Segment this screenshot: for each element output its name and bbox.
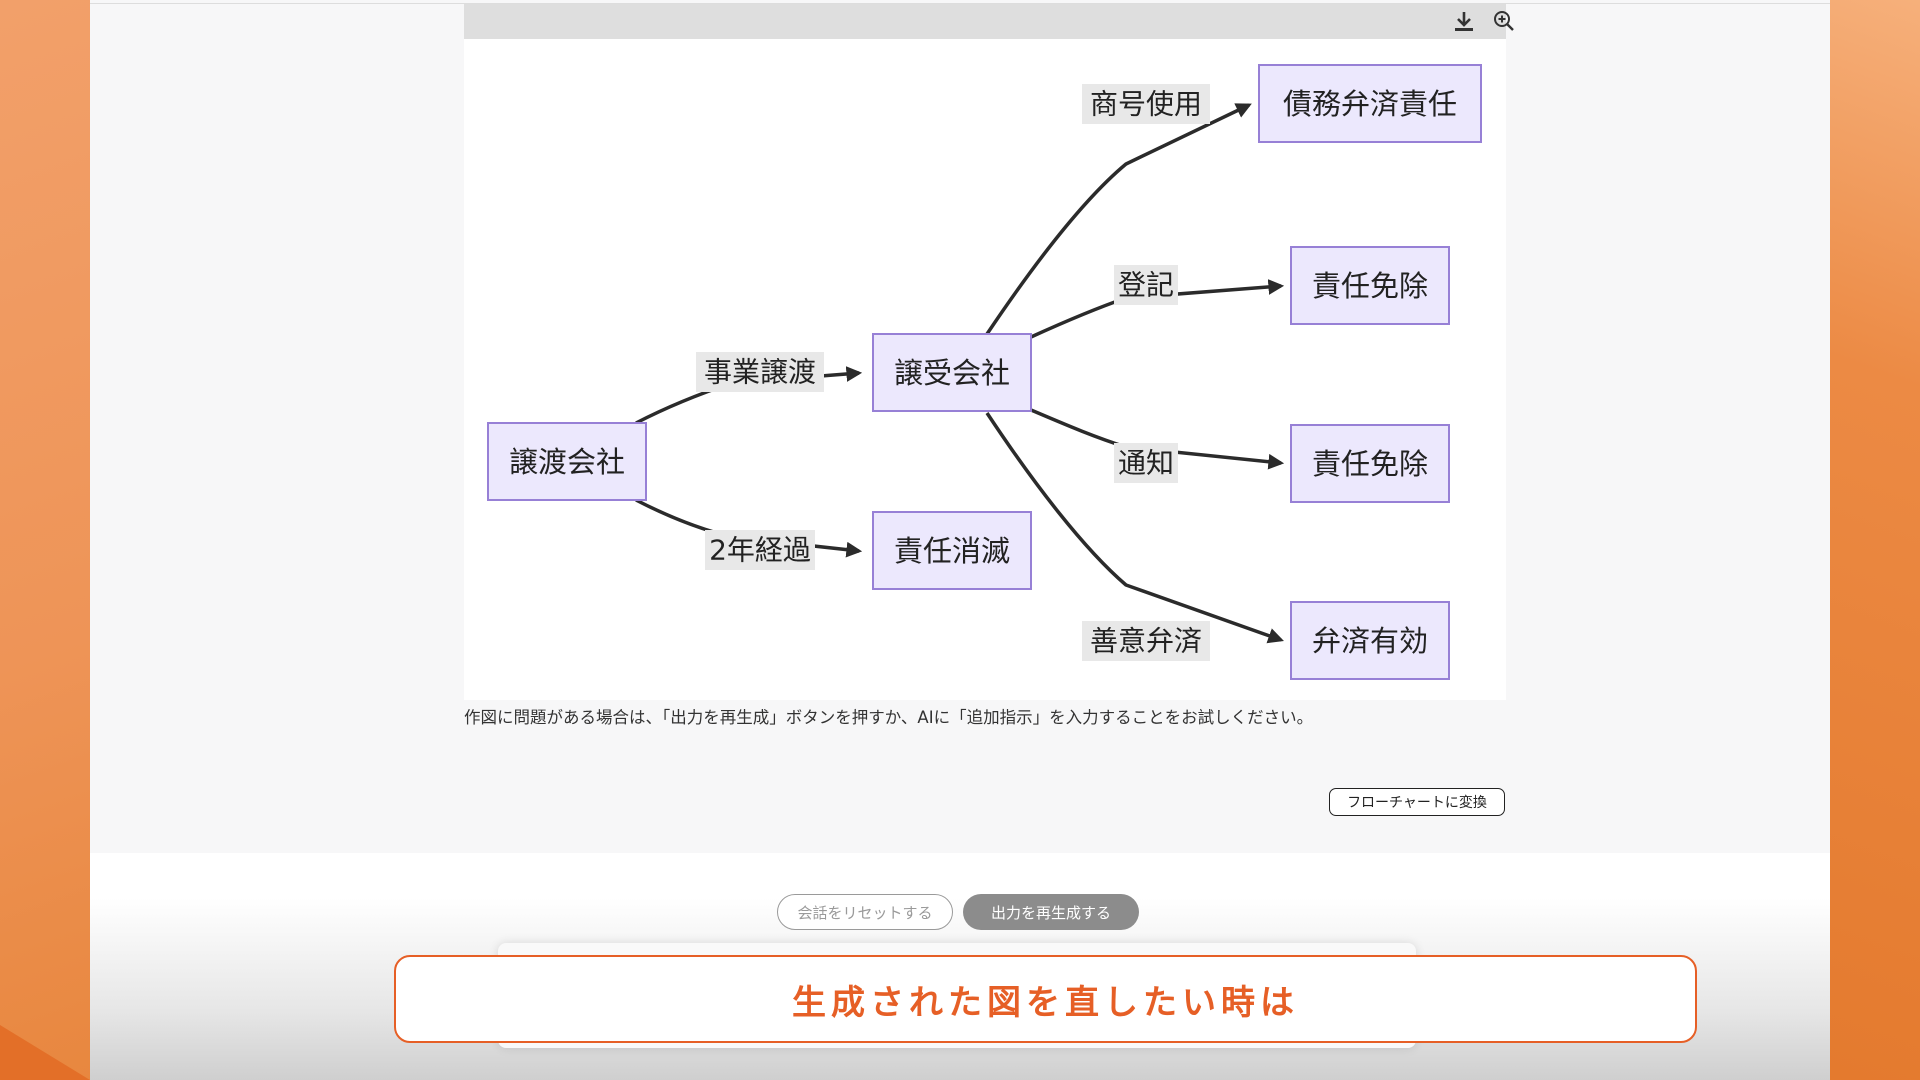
edge-label-jigyou-jouto: 事業譲渡: [696, 352, 824, 392]
svg-text:譲渡会社: 譲渡会社: [509, 445, 625, 479]
caption-text: 生成された図を直したい時は: [792, 982, 1299, 1023]
top-divider: [90, 3, 1830, 4]
node-sekinin-menjo-2: 責任免除: [1290, 424, 1450, 503]
edge-label-tsuuchi: 通知: [1114, 443, 1178, 483]
flowchart-diagram: 事業譲渡 2年経過 商号使用 登記 通知 善意弁済: [487, 64, 1482, 680]
edge-zeni-bensai: [985, 412, 1284, 644]
zoom-in-icon[interactable]: [1490, 7, 1518, 35]
svg-text:2年経過: 2年経過: [709, 534, 811, 567]
svg-text:責任免除: 責任免除: [1312, 447, 1428, 481]
reset-conversation-button[interactable]: 会話をリセットする: [777, 894, 953, 930]
node-sekinin-menjo-1: 責任免除: [1290, 246, 1450, 325]
app-window: 事業譲渡 2年経過 商号使用 登記 通知 善意弁済: [90, 0, 1830, 1080]
svg-text:責任免除: 責任免除: [1312, 269, 1428, 303]
diagram-toolbar: [464, 4, 1514, 39]
edge-label-touki: 登記: [1114, 265, 1178, 305]
edge-label-zeni-bensai: 善意弁済: [1082, 621, 1210, 661]
svg-text:登記: 登記: [1118, 269, 1174, 302]
background-right: [1830, 0, 1920, 1080]
svg-text:責任消滅: 責任消滅: [894, 534, 1010, 568]
edge-shougou-shiyou: [985, 103, 1252, 335]
node-sekinin-shoumetsu: 責任消滅: [872, 511, 1032, 590]
caption-banner: 生成された図を直したい時は: [394, 955, 1697, 1043]
background-left-accent: [0, 1025, 90, 1080]
regenerate-notice: 作図に問題がある場合は、「出力を再生成」ボタンを押すか、AIに「追加指示」を入力…: [464, 708, 1314, 727]
edge-label-shougou-shiyou: 商号使用: [1082, 84, 1210, 124]
edge-label-2nen-keika: 2年経過: [705, 530, 815, 570]
svg-text:債務弁済責任: 債務弁済責任: [1283, 87, 1457, 121]
svg-text:通知: 通知: [1118, 447, 1174, 480]
node-jouju-kaisha: 譲受会社: [872, 333, 1032, 412]
svg-text:弁済有効: 弁済有効: [1312, 624, 1428, 658]
background-left: [0, 0, 90, 1080]
node-bensai-yuukou: 弁済有効: [1290, 601, 1450, 680]
download-icon[interactable]: [1450, 7, 1478, 35]
node-jouto-kaisha: 譲渡会社: [487, 422, 647, 501]
svg-text:譲受会社: 譲受会社: [894, 356, 1010, 390]
convert-to-flowchart-button[interactable]: フローチャートに変換: [1329, 788, 1505, 816]
diagram-card: 事業譲渡 2年経過 商号使用 登記 通知 善意弁済: [464, 4, 1514, 700]
regenerate-output-button[interactable]: 出力を再生成する: [963, 894, 1139, 930]
node-saimu-bensai-sekinin: 債務弁済責任: [1258, 64, 1482, 143]
svg-text:商号使用: 商号使用: [1090, 88, 1202, 121]
svg-text:事業譲渡: 事業譲渡: [704, 356, 816, 389]
svg-text:善意弁済: 善意弁済: [1090, 625, 1202, 658]
